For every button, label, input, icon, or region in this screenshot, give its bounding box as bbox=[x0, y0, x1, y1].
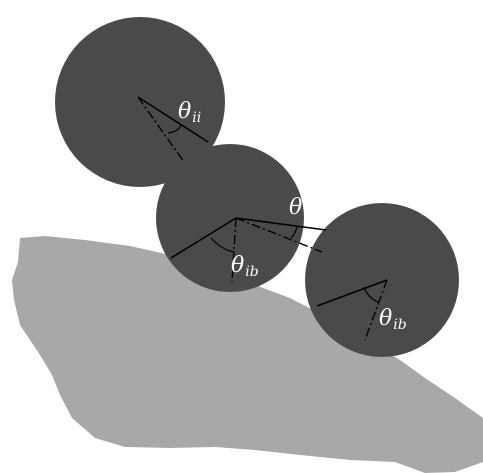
grain-middle bbox=[156, 144, 304, 292]
grain-right bbox=[305, 203, 459, 357]
label-middle-theta-ii: θii bbox=[289, 195, 312, 222]
